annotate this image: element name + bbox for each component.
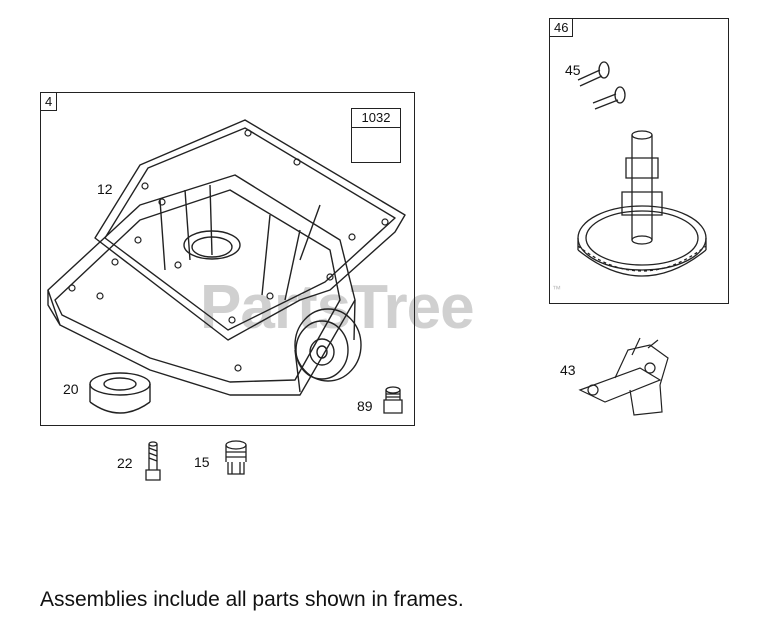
plug-part [383, 386, 403, 414]
callout-crankcase-cover: 12 [97, 181, 113, 197]
callout-plug: 89 [357, 398, 373, 414]
main-assembly-frame: 4 [40, 92, 415, 426]
callout-oil-seal: 20 [63, 381, 79, 397]
callout-governor: 43 [560, 362, 576, 378]
main-frame-number: 4 [40, 92, 58, 111]
breather-plug-part [225, 440, 247, 475]
camshaft-gear-part [577, 130, 707, 277]
bolt-part [145, 441, 161, 481]
oil-seal-part [89, 372, 151, 414]
callout-breather-plug: 15 [194, 454, 210, 470]
callout-bolt: 22 [117, 455, 133, 471]
cam-assembly-frame: 46 [549, 18, 729, 304]
governor-part [578, 337, 669, 416]
callout-lifter: 45 [565, 62, 581, 78]
cam-frame-number: 46 [549, 18, 574, 37]
subassembly-frame: 1032 [351, 108, 401, 163]
assemblies-caption: Assemblies include all parts shown in fr… [40, 588, 464, 611]
subassembly-number: 1032 [352, 109, 400, 128]
watermark-trademark: ™ [552, 284, 561, 294]
lifter-parts [577, 61, 626, 110]
